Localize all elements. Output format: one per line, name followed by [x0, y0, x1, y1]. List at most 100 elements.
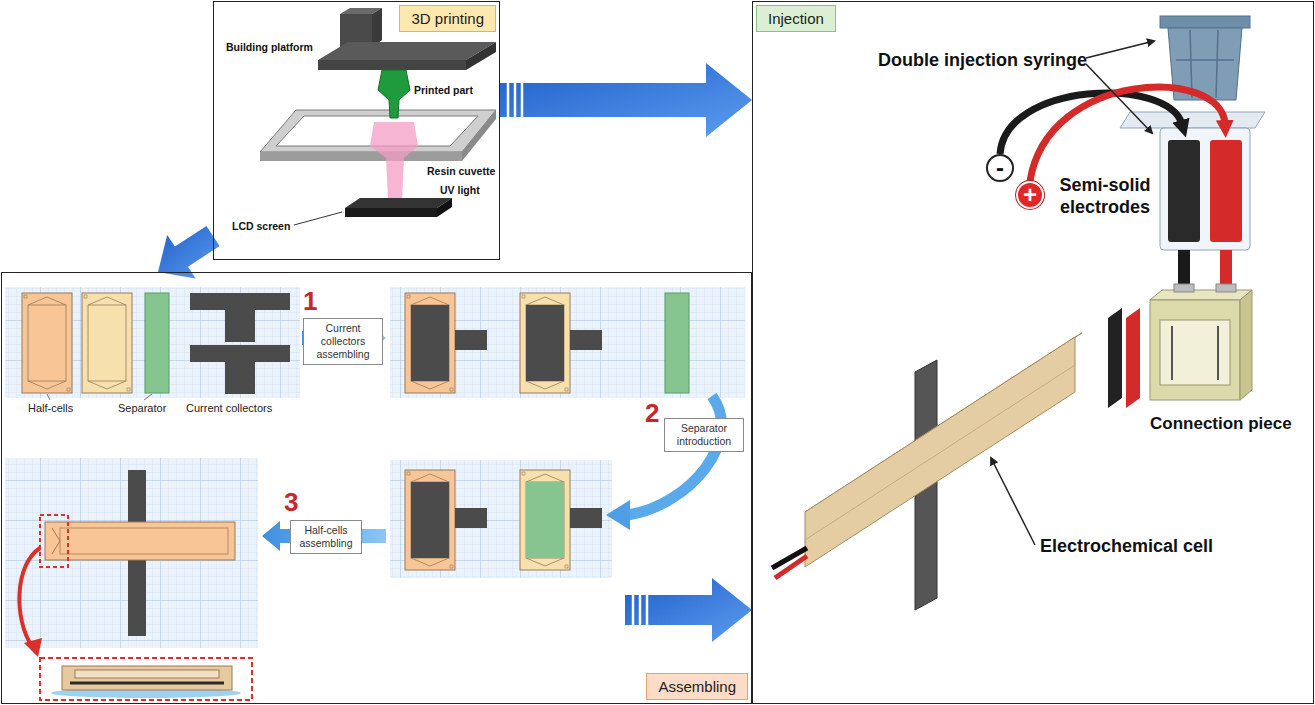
flow-arrow [625, 578, 752, 642]
assembly-step-tiles [62, 666, 232, 690]
part-label: Resin cuvette [427, 165, 495, 178]
injection-illustration [1120, 112, 1265, 128]
process-panel: Assembling Current collectors assemblingS… [1, 272, 752, 704]
part-label: LCD screen [232, 220, 290, 233]
injection-illustration [1160, 16, 1250, 28]
part-label: Electrochemical cell [1040, 536, 1213, 558]
injection-illustration [1172, 326, 1218, 380]
assembly-step-tiles [40, 515, 68, 567]
panel-header: 3D printing [399, 5, 496, 32]
assembly-step-tiles [60, 528, 228, 554]
assembly-step-tiles [526, 482, 564, 558]
assembly-step-tiles [665, 293, 689, 393]
callout-number: 1 [303, 287, 317, 317]
assembly-step-tiles [5, 458, 258, 648]
step-arrows [628, 396, 722, 515]
polarity-circle: + [1016, 181, 1044, 209]
part-label: Separator [118, 402, 166, 415]
step-box: Separator introduction [664, 418, 744, 452]
assembly-step-tiles [40, 658, 252, 700]
injection-illustration [805, 337, 1075, 567]
injection-illustration [1210, 140, 1242, 242]
assembly-step-tiles [145, 293, 169, 393]
assembly-step-tiles [190, 293, 290, 342]
assembly-step-tiles [570, 330, 602, 350]
process-panel: Injection-+ [752, 1, 1314, 704]
injection-illustration [1168, 140, 1200, 242]
injection-illustration [1108, 308, 1122, 408]
assembly-step-tiles [455, 330, 487, 350]
assembly-step-tiles [405, 293, 455, 393]
printer-illustration [437, 198, 452, 217]
assembly-step-tiles [5, 458, 258, 648]
part-label: Half-cells [28, 402, 73, 415]
assembly-step-tiles [47, 394, 50, 400]
assembly-step-tiles [52, 528, 60, 554]
assembly-step-tiles [24, 638, 42, 657]
step-box: Current collectors assembling [303, 318, 383, 365]
printer-illustration [345, 198, 452, 208]
injection-illustration [1126, 308, 1140, 408]
arrow-tail-stripe [514, 82, 517, 118]
injection-illustration [1150, 290, 1252, 300]
injection-illustration [772, 16, 1265, 610]
polarity-sign: + [1023, 183, 1037, 207]
injection-illustration [805, 365, 1075, 540]
flow-arrow [500, 63, 752, 137]
step-text: Half-cells assembling [295, 524, 357, 550]
part-label: Semi-solid electrodes [1052, 175, 1158, 218]
assembly-step-tiles [5, 287, 745, 700]
printer-illustration [318, 42, 496, 60]
assembly-step-tiles [390, 460, 612, 578]
injection-illustration [1150, 300, 1240, 400]
assembly-step-tiles [190, 345, 290, 394]
flow-arrow [625, 578, 752, 642]
flow-arrow [500, 63, 752, 137]
part-label: Building platform [226, 41, 313, 54]
injection-illustration [1160, 320, 1230, 385]
assembly-step-tiles [45, 522, 235, 560]
injection-illustration [1240, 290, 1252, 400]
polarity-circle: - [986, 154, 1014, 182]
injection-illustration [991, 458, 1035, 545]
flow-arrow [158, 226, 220, 278]
flow-arrow [158, 226, 220, 278]
part-label: Connection piece [1150, 414, 1292, 434]
assembly-step-tiles [5, 287, 300, 398]
assembly-step-tiles [75, 670, 219, 678]
part-label: UV light [440, 184, 480, 197]
assembly-step-tiles [526, 305, 564, 381]
panel-header: Assembling [646, 673, 748, 700]
injection-illustration [1086, 41, 1154, 58]
polarity-sign: - [996, 156, 1004, 180]
part-label: Printed part [414, 84, 473, 97]
assembly-step-tiles [411, 305, 449, 381]
printer-illustration [260, 152, 462, 161]
injection-illustration [1216, 284, 1236, 292]
assembly-step-tiles [5, 287, 300, 398]
assembly-step-tiles [390, 287, 745, 398]
arrow-tail-stripe [507, 82, 510, 118]
assembly-step-tiles [390, 460, 612, 578]
assembly-step-tiles [520, 470, 570, 570]
assembly-step-tiles [520, 293, 570, 393]
injection-illustration [1160, 128, 1250, 250]
printer-illustration [294, 212, 342, 225]
printer-illustration [466, 42, 496, 70]
assembly-step-tiles [405, 470, 455, 570]
assembly-step-tiles [82, 293, 132, 393]
step-arrows [606, 500, 630, 530]
step-arrows [262, 323, 722, 551]
arrow-tail-stripe [521, 82, 524, 118]
arrow-tail-stripe [632, 594, 635, 626]
arrow-tail-stripe [646, 594, 649, 626]
assembly-step-tiles [144, 394, 152, 400]
assembly-step-tiles [411, 482, 449, 558]
injection-illustration [775, 556, 807, 578]
callout-number: 3 [284, 488, 298, 518]
part-label: Current collectors [186, 402, 272, 415]
step-box: Half-cells assembling [290, 520, 362, 554]
